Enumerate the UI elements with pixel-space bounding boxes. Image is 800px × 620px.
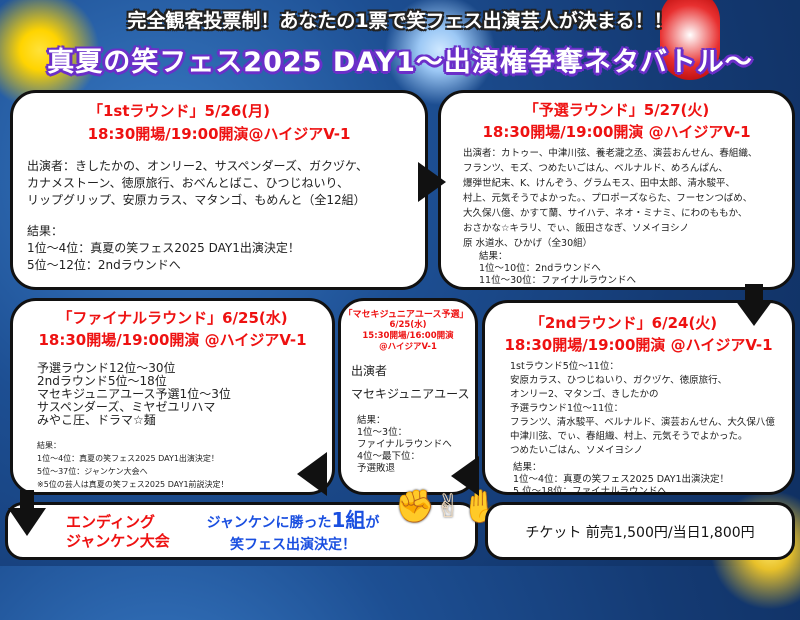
- result-line: 11位〜30位：ファイナルラウンドへ: [479, 275, 636, 286]
- performer-line: サスペンダーズ、ミヤゼユリハマ: [37, 400, 216, 414]
- performer-line: 安原カラス、ひつじねいり、ガクヅケ、徳原旅行、: [510, 375, 728, 386]
- result-line: 結果：: [27, 224, 64, 238]
- result-line: ファイナルラウンドへ: [357, 439, 452, 450]
- performer-line: マセキジュニアユース予選1位〜3位: [37, 387, 231, 401]
- round1-card: 「1stラウンド」5/26(月) 18:30開場/19:00開演@ハイジアV-1…: [10, 90, 428, 290]
- result-line: 5位〜37位：ジャンケン大会へ: [37, 467, 148, 476]
- final-time: 18:30開場/19:00開演 @ハイジアV-1: [38, 331, 307, 349]
- result-line: 1位〜4位：真夏の笑フェス2025 DAY1出演決定！: [37, 454, 219, 463]
- ticket-text: チケット 前売1,500円/当日1,800円: [525, 525, 755, 541]
- final-card: 「ファイナルラウンド」6/25(水) 18:30開場/19:00開演 @ハイジア…: [10, 298, 335, 495]
- ending-msg-text: ジャンケンに勝った: [206, 515, 332, 531]
- result-line: 結果：: [37, 441, 61, 450]
- performer-line: 2ndラウンド5位〜18位: [37, 374, 167, 388]
- ticket-card: チケット 前売1,500円/当日1,800円: [485, 502, 795, 560]
- result-line: 4位〜最下位：: [357, 451, 421, 462]
- performer-line: 予選ラウンド12位〜30位: [37, 361, 176, 375]
- performer-line: 原 水道水、ひかげ（全30組）: [463, 238, 593, 249]
- performer-line: リップグリップ、安原カラス、マタンゴ、もめんと（全12組）: [27, 193, 366, 207]
- qualifier-time: 18:30開場/19:00開演 @ハイジアV-1: [482, 123, 751, 141]
- tagline: 完全観客投票制！あなたの1票で笑フェス出演芸人が決まる！！: [127, 10, 673, 32]
- performer-line: おさかな☆キラリ、でぃ、飯田さなぎ、ソメイヨシノ: [463, 223, 689, 234]
- maseki-date: 6/25(水): [389, 320, 427, 330]
- qualifier-card: 「予選ラウンド」5/27(火) 18:30開場/19:00開演 @ハイジアV-1…: [438, 90, 795, 290]
- performer-line: つめたいごはん、ソメイヨシノ: [510, 445, 644, 456]
- result-line: 1位〜3位：: [357, 427, 408, 438]
- ending-msg-text: が: [365, 515, 380, 531]
- maseki-title: 「マセキジュニアユース予選」: [343, 310, 469, 320]
- ending-msg-highlight: 1組: [331, 508, 366, 532]
- result-line: 1位〜4位：真夏の笑フェス2025 DAY1出演決定！: [513, 474, 730, 485]
- result-line: 1位〜4位：真夏の笑フェス2025 DAY1出演決定！: [27, 241, 300, 255]
- final-title: 「ファイナルラウンド」6/25(水): [57, 309, 288, 327]
- round2-time: 18:30開場/19:00開演 @ハイジアV-1: [504, 336, 773, 354]
- result-line: 結果：: [357, 415, 386, 426]
- round2-title: 「2ndラウンド」6/24(火): [529, 314, 718, 332]
- ending-title: エンディング ジャンケン大会: [66, 513, 170, 551]
- performer-line: 爆弾世紀末、K、けんぞう、グラムモス、田中太郎、清水駿平、: [463, 178, 735, 189]
- performer-line: みやこ圧、ドラマ☆麺: [37, 413, 156, 427]
- round1-title: 「1stラウンド」5/26(月): [87, 102, 271, 120]
- page-title: 真夏の笑フェス2025 DAY1〜出演権争奪ネタバトル〜: [47, 47, 753, 78]
- arrow-right-icon: [418, 162, 446, 202]
- round1-time: 18:30開場/19:00開演@ハイジアV-1: [87, 125, 351, 143]
- rock-paper-scissors-hands-icon: ✊✌✋: [395, 487, 502, 525]
- performer-line: 予選ラウンド1位〜11位：: [510, 403, 624, 414]
- result-line: 5 位〜18位：ファイナルラウンドへ: [513, 486, 667, 495]
- ending-title-line: ジャンケン大会: [66, 532, 170, 550]
- performer-line: カナメストーン、徳原旅行、おべんとばこ、ひつじねいり、: [27, 176, 349, 190]
- result-line: 1位〜10位：2ndラウンドへ: [479, 263, 601, 274]
- maseki-venue: @ハイジアV-1: [379, 342, 437, 352]
- performers-label: 出演者: [351, 364, 388, 378]
- result-line: ※5位の芸人は真夏の笑フェス2025 DAY1前説決定！: [37, 480, 229, 489]
- ending-title-line: エンディング: [66, 513, 155, 531]
- ending-msg-line2: 笑フェス出演決定！: [230, 537, 356, 553]
- performer-line: 中津川弦、でぃ、春組織、村上、元気そうでよかった。: [510, 431, 748, 442]
- arrow-left-icon: [451, 456, 479, 496]
- performer-line: マセキジュニアユース: [351, 387, 470, 401]
- result-line: 結果：: [513, 462, 542, 473]
- ending-message: ジャンケンに勝った1組が 笑フェス出演決定！: [188, 509, 398, 556]
- result-line: 結果：: [479, 251, 508, 262]
- performer-line: 出演者：カトゥー、中津川弦、養老瀧之丞、演芸おんせん、春組織、: [463, 148, 758, 159]
- performer-line: 出演者：きしたかの、オンリー2、サスペンダーズ、ガクヅケ、: [27, 159, 368, 173]
- result-line: 5位〜12位：2ndラウンドへ: [27, 258, 181, 272]
- performer-line: 1stラウンド5位〜11位：: [510, 361, 619, 372]
- performer-line: 村上、元気そうでよかった。、プロポーズならた、フーセンつばめ、: [463, 193, 753, 204]
- performer-line: フランツ、モズ、つめたいごはん、ベルナルド、めろんぱん、: [463, 163, 728, 174]
- performer-line: オンリー2、マタンゴ、きしたかの: [510, 389, 659, 400]
- round2-card: 「2ndラウンド」6/24(火) 18:30開場/19:00開演 @ハイジアV-…: [482, 300, 795, 495]
- performer-line: 大久保八億、かすて蘭、サイハテ、ネオ・ミナミ、にわのももか、: [463, 208, 748, 219]
- ending-card: エンディング ジャンケン大会 ジャンケンに勝った1組が 笑フェス出演決定！: [5, 502, 478, 560]
- result-line: 予選敗退: [357, 463, 396, 474]
- arrow-left-icon: [297, 452, 327, 496]
- qualifier-title: 「予選ラウンド」5/27(火): [523, 101, 710, 119]
- maseki-time: 15:30開場/16:00開演: [362, 331, 454, 341]
- performer-line: フランツ、清水駿平、ベルナルド、演芸おんせん、大久保八億: [510, 417, 775, 428]
